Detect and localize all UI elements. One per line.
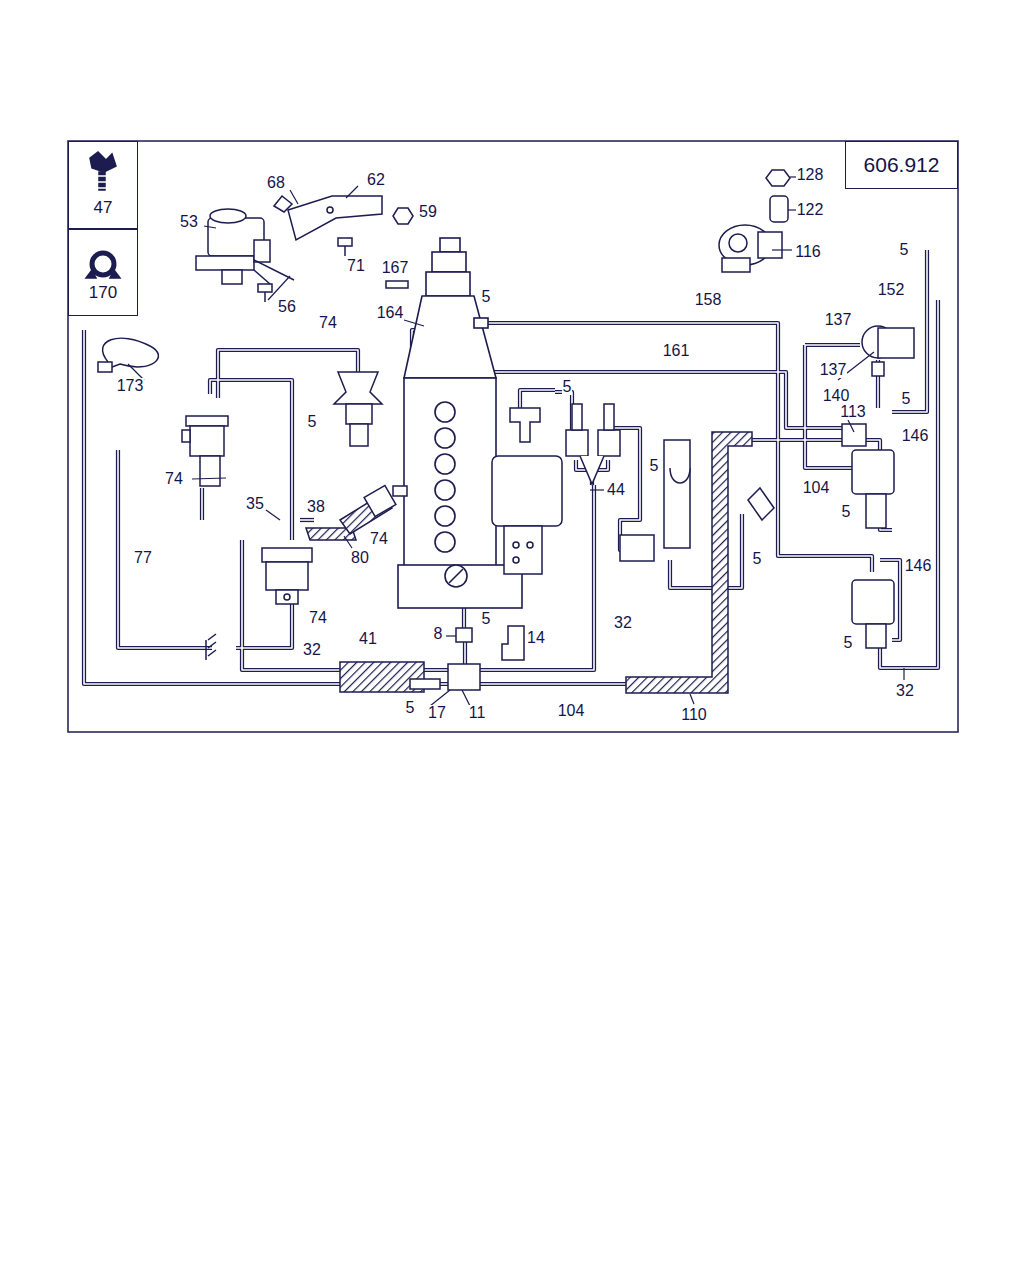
- callout-number: 137: [819, 362, 848, 379]
- callout-number: 5: [843, 635, 854, 652]
- vacuum-hoses: [84, 250, 938, 684]
- callout-number: 113: [839, 404, 867, 421]
- callout-number: 5: [562, 379, 573, 396]
- callout-number: 38: [306, 499, 326, 516]
- callout-number: 8: [433, 626, 444, 643]
- callout-number: 158: [694, 292, 723, 309]
- callout-number: 110: [680, 707, 708, 724]
- legend-box: 606.912: [845, 141, 958, 189]
- callout-number: 11: [468, 705, 487, 722]
- callout-number: 32: [895, 683, 915, 700]
- callout-number: 62: [366, 172, 386, 189]
- callout-number: 5: [752, 551, 763, 568]
- callout-number: 71: [346, 258, 366, 275]
- callout-number: 152: [877, 282, 906, 299]
- callout-number: 53: [179, 214, 199, 231]
- callout-number: 140: [822, 388, 851, 405]
- protective-sleeve: [340, 432, 752, 693]
- callout-number: 146: [904, 558, 933, 575]
- legend-box: 47: [68, 141, 138, 229]
- callout-number: 128: [796, 167, 825, 184]
- callout-number: 17: [427, 705, 447, 722]
- valves: [182, 326, 914, 690]
- callout-number: 173: [116, 378, 145, 395]
- callout-number: 74: [369, 531, 389, 548]
- callout-number: 167: [381, 260, 410, 277]
- frame: [68, 141, 958, 732]
- callout-number: 59: [418, 204, 438, 221]
- small-parts: [98, 170, 790, 372]
- part-number: 170: [89, 284, 117, 303]
- callout-number: 5: [901, 391, 912, 408]
- callout-number: 137: [824, 312, 853, 329]
- callout-number: 35: [245, 496, 265, 513]
- callout-number: 74: [308, 610, 328, 627]
- leader-lines: [128, 177, 904, 706]
- callout-number: 5: [405, 700, 416, 717]
- callout-number: 74: [164, 471, 184, 488]
- callout-number: 164: [376, 305, 405, 322]
- callout-number: 74: [318, 315, 338, 332]
- callout-number: 104: [802, 480, 831, 497]
- callout-number: 5: [649, 458, 660, 475]
- fastener-icons: [86, 152, 120, 278]
- callout-number: 41: [358, 631, 378, 648]
- callout-number: 77: [133, 550, 153, 567]
- callout-number: 44: [606, 482, 626, 499]
- part-number: 606.912: [864, 153, 940, 176]
- callout-number: 116: [794, 244, 822, 261]
- callout-number: 14: [526, 630, 546, 647]
- callout-number: 5: [307, 414, 318, 431]
- callout-number: 122: [796, 202, 825, 219]
- callout-number: 5: [899, 242, 910, 259]
- callout-number: 5: [481, 289, 492, 306]
- callout-number: 80: [350, 550, 370, 567]
- callout-number: 56: [277, 299, 297, 316]
- callout-number: 146: [901, 428, 930, 445]
- callout-number: 5: [481, 611, 492, 628]
- part-number: 47: [94, 199, 113, 218]
- legend-box: 170: [68, 229, 138, 316]
- callout-number: 161: [662, 343, 691, 360]
- callout-number: 5: [841, 504, 852, 521]
- callout-number: 104: [557, 703, 586, 720]
- callout-number: 32: [613, 615, 633, 632]
- callout-number: 68: [266, 175, 286, 192]
- callout-number: 32: [302, 642, 322, 659]
